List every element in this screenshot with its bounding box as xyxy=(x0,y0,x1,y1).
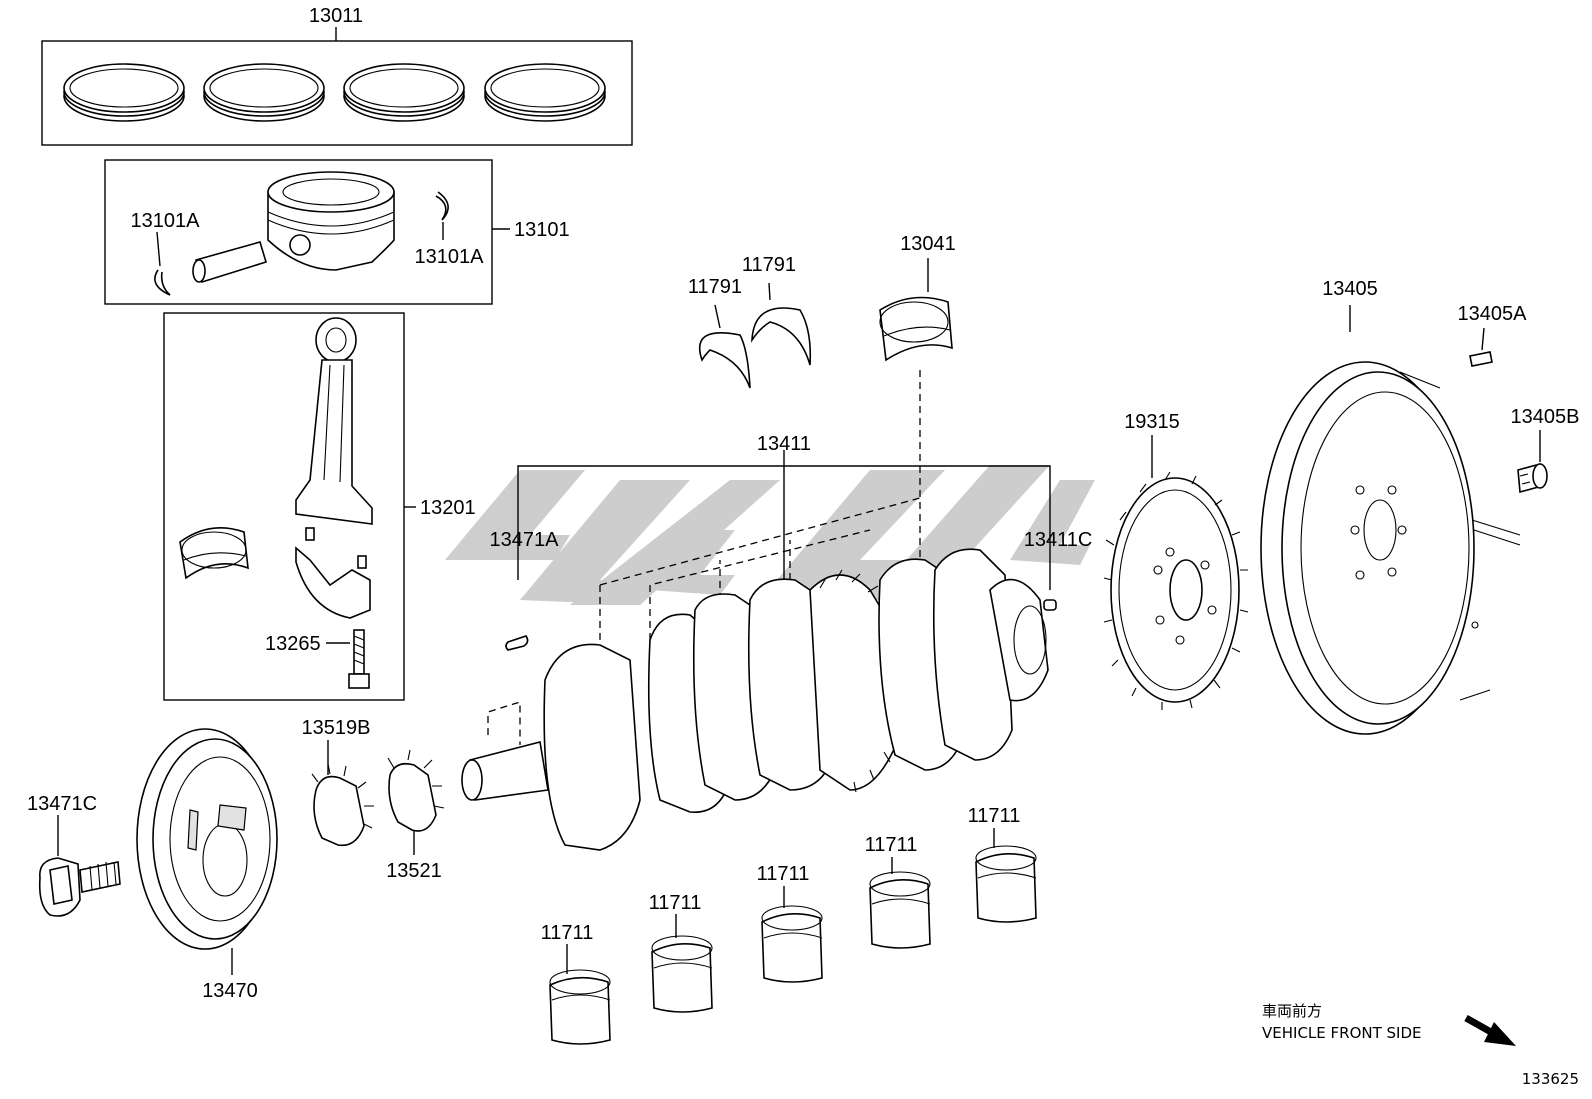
bolt-13471c[interactable]: 13471C xyxy=(27,793,121,917)
rod-bearing[interactable] xyxy=(179,526,249,580)
dowel-pins[interactable] xyxy=(305,527,367,569)
main-bearing-11711-4[interactable]: 11711 xyxy=(865,834,931,949)
main-bearing-13041[interactable]: 13041 xyxy=(879,233,956,362)
main-bearing-11711-1[interactable]: 11711 xyxy=(541,922,611,1045)
snap-ring-right[interactable] xyxy=(435,191,449,221)
dowel-pin-13405a[interactable]: 13405A xyxy=(1458,303,1528,367)
label-13411c[interactable]: 13411C xyxy=(1024,529,1093,551)
piston-pin[interactable] xyxy=(192,241,267,284)
direction-label-japanese: 車両前方 xyxy=(1262,1002,1322,1020)
spacer-13521[interactable]: 13521 xyxy=(386,749,445,882)
label-13471a[interactable]: 13471A xyxy=(490,529,560,551)
thrust-washer-1[interactable] xyxy=(698,331,751,389)
crank-key-front[interactable] xyxy=(505,635,529,651)
main-bearing-11711-5[interactable]: 11711 xyxy=(968,805,1037,923)
diagram-id: 133625 xyxy=(1522,1070,1579,1088)
bearing-cap[interactable] xyxy=(295,546,371,619)
label-13405[interactable]: 13405 xyxy=(1322,278,1378,300)
label-11791-a[interactable]: 11791 xyxy=(688,276,742,298)
drive-plate-19315[interactable]: 19315 xyxy=(1103,411,1249,710)
piston-ring-2[interactable] xyxy=(203,63,325,122)
label-11791-b[interactable]: 11791 xyxy=(742,254,796,276)
label-11711-5[interactable]: 11711 xyxy=(968,805,1021,827)
label-13011[interactable]: 13011 xyxy=(309,5,363,27)
crankshaft-group: 13411 13471A 13411C xyxy=(461,433,1093,851)
rod-bolt[interactable] xyxy=(348,629,370,689)
vehicle-front-indicator: 車両前方 VEHICLE FRONT SIDE xyxy=(1262,1002,1516,1046)
main-bearing-11711-3[interactable]: 11711 xyxy=(757,863,823,983)
pulley-13470[interactable]: 13470 xyxy=(136,728,278,1002)
label-13101a-right[interactable]: 13101A xyxy=(415,246,485,268)
connecting-rod-group: 13201 13265 xyxy=(163,312,476,701)
label-13101a-left[interactable]: 13101A xyxy=(131,210,201,232)
timing-gear-13519b[interactable]: 13519B xyxy=(302,717,374,847)
label-13101[interactable]: 13101 xyxy=(514,219,570,241)
label-13405a[interactable]: 13405A xyxy=(1458,303,1528,325)
label-13405b[interactable]: 13405B xyxy=(1511,406,1580,428)
label-13201[interactable]: 13201 xyxy=(420,497,476,519)
direction-label-english: VEHICLE FRONT SIDE xyxy=(1262,1024,1422,1042)
label-11711-3[interactable]: 11711 xyxy=(757,863,810,885)
label-13521[interactable]: 13521 xyxy=(386,860,442,882)
piston-group: 13101A 13101A 13101 xyxy=(104,159,570,305)
piston-ring-3[interactable] xyxy=(343,63,465,122)
label-11711-1[interactable]: 11711 xyxy=(541,922,594,944)
piston-ring-4[interactable] xyxy=(484,63,606,122)
label-19315[interactable]: 19315 xyxy=(1124,411,1180,433)
label-13470[interactable]: 13470 xyxy=(202,980,258,1002)
label-13471c[interactable]: 13471C xyxy=(27,793,97,815)
thrust-washers-group: 11791 11791 xyxy=(688,254,812,389)
piston-ring-1[interactable] xyxy=(63,63,185,122)
main-bearing-11711-2[interactable]: 11711 xyxy=(649,892,713,1013)
crank-pin-rear[interactable] xyxy=(1043,599,1057,611)
label-13041[interactable]: 13041 xyxy=(900,233,956,255)
flywheel-13405[interactable]: 13405 xyxy=(1260,278,1521,735)
logo-watermark xyxy=(445,465,1095,605)
label-13265[interactable]: 13265 xyxy=(265,633,321,655)
crankshaft[interactable] xyxy=(461,548,1049,851)
thrust-washer-2[interactable] xyxy=(751,307,812,366)
piston[interactable] xyxy=(267,171,395,271)
arrow-down-right-icon xyxy=(1464,1014,1516,1046)
flywheel-bolt-13405b[interactable]: 13405B xyxy=(1511,406,1580,494)
label-13411[interactable]: 13411 xyxy=(757,433,811,455)
connecting-rod[interactable] xyxy=(295,317,373,525)
piston-ring-set-group: 13011 xyxy=(41,5,633,146)
label-11711-2[interactable]: 11711 xyxy=(649,892,702,914)
label-11711-4[interactable]: 11711 xyxy=(865,834,918,856)
snap-ring-left[interactable] xyxy=(154,269,171,296)
label-13519b[interactable]: 13519B xyxy=(302,717,371,739)
